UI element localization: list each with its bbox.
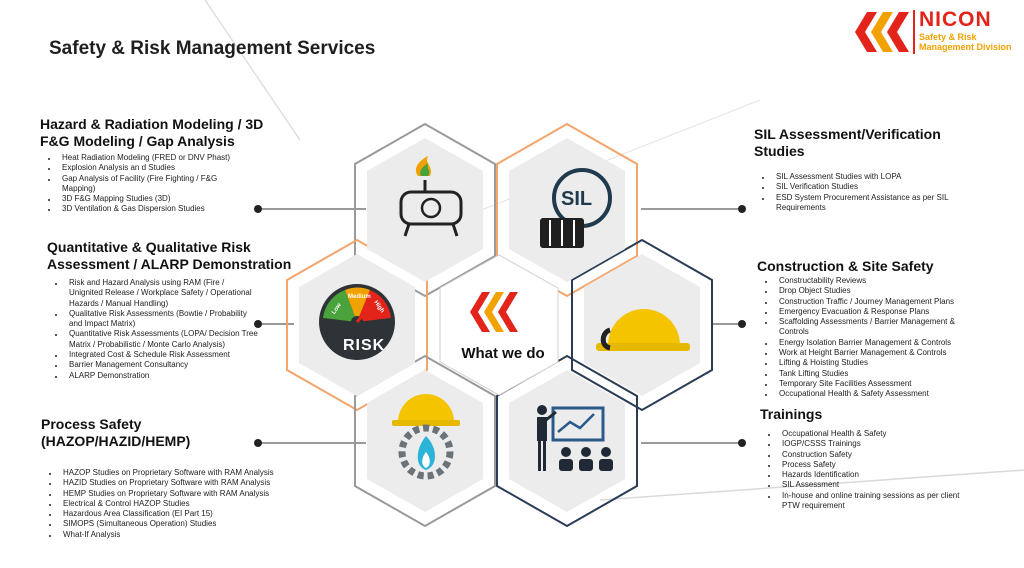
section-title: Trainings (760, 406, 823, 422)
hex-risk-border (286, 238, 428, 412)
sil-label: SIL (561, 188, 593, 210)
item-list: Constructability Reviews Drop Object Stu… (757, 276, 980, 400)
list-item: Hazards Identification (778, 470, 963, 480)
list-item: HEMP Studies on Proprietary Software wit… (59, 489, 319, 499)
list-item: Occupational Health & Safety Assessment (775, 389, 980, 399)
list-item: Quantitative Risk Assessments (LOPA/ Dec… (65, 329, 260, 350)
training-icon (537, 405, 613, 471)
list-item: Energy Isolation Barrier Management & Co… (775, 338, 980, 348)
list-item: Integrated Cost & Schedule Risk Assessme… (65, 350, 260, 360)
list-item: HAZOP Studies on Proprietary Software wi… (59, 468, 319, 478)
list-item: Temporary Site Facilities Assessment (775, 379, 980, 389)
center-logo-icon (470, 292, 518, 332)
risk-label: RISK (343, 337, 386, 354)
title-line1: Process Safety (41, 416, 142, 432)
process-safety-icon (392, 394, 460, 480)
list-item: Occupational Health & Safety (778, 429, 963, 439)
list-item: Explosion Analysis an d Studies (58, 163, 243, 173)
list-item: Qualitative Risk Assessments (Bowtie / P… (65, 309, 260, 330)
list-item: In-house and online training sessions as… (778, 491, 963, 512)
logo-separator (913, 10, 915, 54)
hex-construction-border (571, 238, 713, 412)
list-item: IOGP/CSSS Trainings (778, 439, 963, 449)
list-item: SIL Verification Studies (772, 182, 957, 192)
item-list: HAZOP Studies on Proprietary Software wi… (41, 468, 319, 540)
fire-tank-icon (399, 156, 463, 237)
list-item: Constructability Reviews (775, 276, 980, 286)
list-item: Process Safety (778, 460, 963, 470)
list-item: Drop Object Studies (775, 286, 980, 296)
section-title: Construction & Site Safety (757, 258, 934, 274)
list-item: 3D Ventilation & Gas Dispersion Studies (58, 204, 243, 214)
list-item: Emergency Evacuation & Response Plans (775, 307, 980, 317)
connector-lines (258, 208, 742, 444)
nicon-logo-icon (855, 12, 909, 52)
item-list: Heat Radiation Modeling (FRED or DNV Pha… (40, 153, 243, 215)
list-item: Construction Traffic / Journey Managemen… (775, 297, 980, 307)
list-item: SIL Assessment (778, 480, 963, 490)
list-item: 3D F&G Mapping Studies (3D) (58, 194, 243, 204)
list-item: Barrier Management Consultancy (65, 360, 260, 370)
list-item: Heat Radiation Modeling (FRED or DNV Pha… (58, 153, 243, 163)
list-item: Risk and Hazard Analysis using RAM (Fire… (65, 278, 260, 309)
gauge-medium-label: Medium (348, 294, 371, 300)
section-title: Process Safety(HAZOP/HAZID/HEMP) (41, 416, 301, 450)
list-item: Scaffolding Assessments / Barrier Manage… (775, 317, 980, 338)
logo-name: NICON (919, 8, 992, 31)
list-item: Construction Safety (778, 450, 963, 460)
list-item: ESD System Procurement Assistance as per… (772, 193, 957, 214)
logo-subtitle: Safety & Risk Management Division (919, 32, 1024, 52)
title-line1: Hazard & Radiation Modeling / 3D (40, 116, 264, 132)
list-item: HAZID Studies on Proprietary Software wi… (59, 478, 319, 488)
hex-training-border (496, 354, 638, 528)
section-trainings: Trainings Occupational Health & Safety I… (760, 406, 980, 511)
sil-icon (540, 168, 612, 248)
logo-sub-line1: Safety & Risk (919, 32, 977, 42)
page-title: Safety & Risk Management Services (49, 38, 376, 59)
title-line1: Quantitative & Qualitative Risk (47, 239, 251, 255)
list-item: SIMOPS (Simultaneous Operation) Studies (59, 519, 319, 529)
logo-sub-line2: Management Division (919, 42, 1012, 52)
title-line2: Assessment / ALARP Demonstration (47, 256, 292, 272)
item-list: SIL Assessment Studies with LOPA SIL Ver… (754, 172, 957, 213)
section-process-safety: Process Safety(HAZOP/HAZID/HEMP) HAZOP S… (41, 416, 301, 540)
list-item: SIL Assessment Studies with LOPA (772, 172, 957, 182)
section-construction-safety: Construction & Site Safety Constructabil… (757, 258, 987, 400)
list-item: Electrical & Control HAZOP Studies (59, 499, 319, 509)
item-list: Occupational Health & Safety IOGP/CSSS T… (760, 429, 963, 511)
item-list: Risk and Hazard Analysis using RAM (Fire… (47, 278, 260, 381)
list-item: Hazardous Area Classification (EI Part 1… (59, 509, 319, 519)
list-item: ALARP Demonstration (65, 371, 260, 381)
list-item: Gap Analysis of Facility (Fire Fighting … (58, 174, 243, 195)
hex-process-border (354, 354, 496, 528)
risk-gauge-icon (319, 284, 395, 360)
connector-dots (254, 205, 746, 447)
title-line2: F&G Modeling / Gap Analysis (40, 133, 235, 149)
what-we-do-label: What we do (461, 345, 545, 362)
list-item: Lifting & Hoisting Studies (775, 358, 980, 368)
hard-hat-icon (596, 309, 690, 351)
list-item: What-If Analysis (59, 530, 319, 540)
list-item: Tank Lifting Studies (775, 369, 980, 379)
list-item: Work at Height Barrier Management & Cont… (775, 348, 980, 358)
title-line1: SIL Assessment/Verification (754, 126, 941, 142)
title-line2: (HAZOP/HAZID/HEMP) (41, 433, 191, 449)
hex-hazard (367, 138, 483, 282)
nicon-logo: NICON Safety & Risk Management Division (853, 8, 1021, 58)
title-line2: Studies (754, 143, 805, 159)
